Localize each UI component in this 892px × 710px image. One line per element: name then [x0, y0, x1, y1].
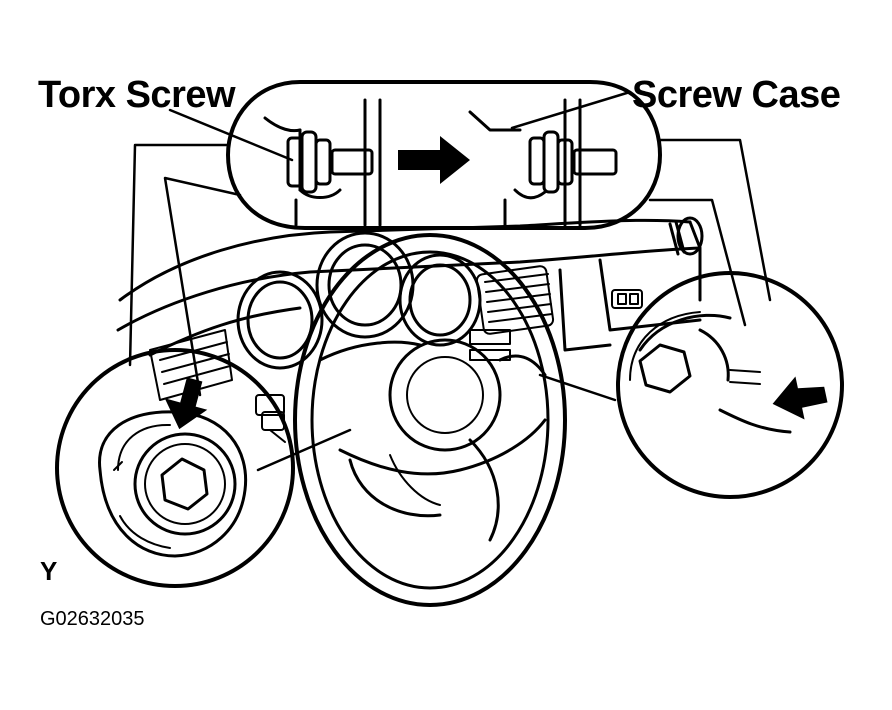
column-bolts — [255, 394, 286, 443]
detail-circle-left — [55, 348, 295, 588]
callout-capsule-top — [226, 80, 662, 230]
dash-cylinder — [668, 216, 704, 256]
detail-circle-right — [616, 271, 844, 499]
leader-lines — [128, 90, 772, 472]
direction-arrow-down — [164, 377, 208, 430]
direction-arrow-left — [772, 376, 828, 420]
torx-screw-label: Torx Screw — [38, 74, 236, 116]
screw-case-label: Screw Case — [632, 74, 841, 116]
view-letter-label: Y — [40, 556, 57, 586]
screw-case-detail-right — [468, 98, 618, 227]
torx-screw-detail-left — [263, 98, 382, 227]
steering-wheel — [293, 233, 567, 607]
gauge-cluster — [236, 231, 482, 370]
direction-arrow-right — [398, 136, 470, 184]
figure-code-label: G02632035 — [40, 608, 145, 630]
